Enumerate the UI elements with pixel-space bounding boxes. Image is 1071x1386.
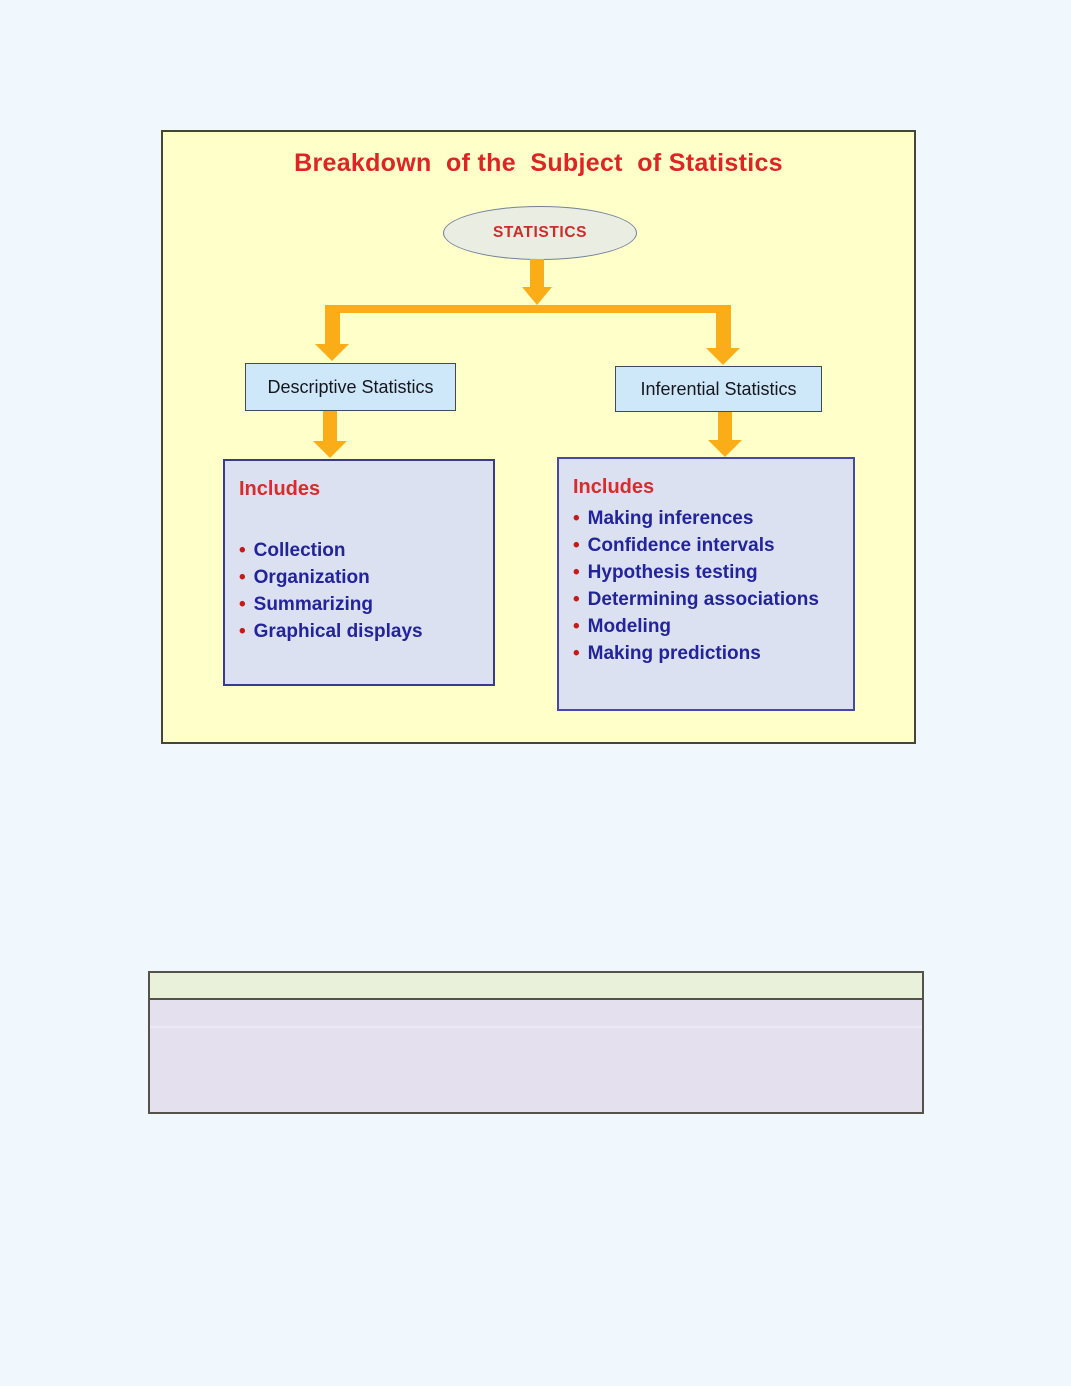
empty-note-table [148, 971, 924, 1114]
diagram-title: Breakdown of the Subject of Statistics [294, 149, 783, 177]
list-item: Hypothesis testing [573, 559, 843, 586]
list-item: Summarizing [239, 591, 483, 618]
node-inferential-statistics: Inferential Statistics [615, 366, 822, 412]
inferential-includes-list: Making inferences Confidence intervals H… [573, 505, 843, 667]
list-item: Confidence intervals [573, 532, 843, 559]
root-node-statistics: STATISTICS [443, 206, 637, 260]
row-divider [150, 1026, 922, 1028]
node-descriptive-statistics: Descriptive Statistics [245, 363, 456, 411]
connector-stem-left [325, 305, 340, 344]
list-item: Collection [239, 537, 483, 564]
includes-heading: Includes [239, 478, 321, 500]
list-item: Modeling [573, 613, 843, 640]
root-node-label: STATISTICS [492, 224, 588, 241]
includes-heading: Includes [573, 476, 655, 498]
arrow-down-icon [706, 348, 740, 365]
arrow-down-icon [708, 440, 742, 457]
connector-stem-root [530, 259, 544, 289]
arrow-down-icon [315, 344, 349, 361]
note-table-header-row [150, 973, 922, 1000]
list-item: Determining associations [573, 586, 843, 613]
list-item: Graphical displays [239, 618, 483, 645]
connector-stem-left-lower [323, 411, 337, 441]
descriptive-includes-list: Collection Organization Summarizing Grap… [239, 537, 483, 645]
inferential-includes-box: Includes Making inferences Confidence in… [557, 457, 855, 711]
list-item: Organization [239, 564, 483, 591]
list-item: Making inferences [573, 505, 843, 532]
statistics-breakdown-diagram: Breakdown of the Subject of Statistics S… [161, 130, 916, 744]
note-table-body-row [150, 1000, 922, 1112]
connector-stem-right [716, 305, 731, 348]
arrow-down-icon [313, 441, 347, 458]
arrow-down-icon [522, 287, 552, 305]
list-item: Making predictions [573, 640, 843, 667]
connector-stem-right-lower [718, 412, 732, 440]
connector-branch-bar [325, 305, 731, 313]
descriptive-includes-box: Includes Collection Organization Summari… [223, 459, 495, 686]
